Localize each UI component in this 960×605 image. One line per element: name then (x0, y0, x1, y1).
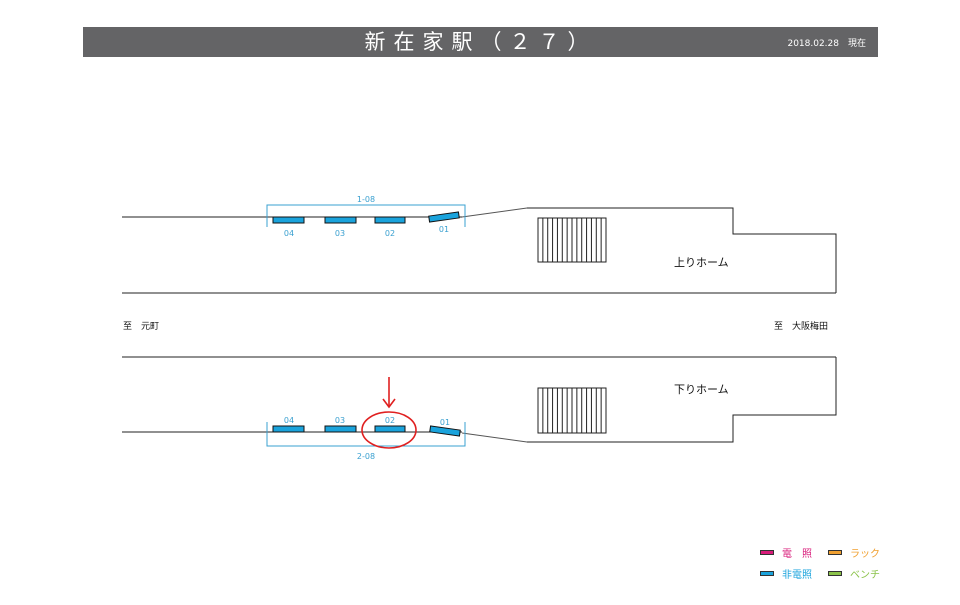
board-number: 03 (335, 229, 345, 238)
board-number: 03 (335, 416, 345, 425)
ad-board-highlighted[interactable] (374, 425, 406, 433)
direction-right: 至 大阪梅田 (774, 320, 828, 332)
legend-item-bench: ベンチ (828, 566, 880, 581)
down-group-label: 2-08 (357, 452, 375, 461)
down-platform (122, 356, 837, 443)
legend-swatch (760, 571, 774, 576)
up-platform-edge-right (527, 207, 837, 293)
up-group-bracket (266, 204, 466, 227)
legend: 電 照 ラック 非電照 ベンチ (760, 545, 890, 585)
ad-board[interactable] (272, 425, 305, 433)
board-number: 04 (284, 229, 294, 238)
legend-label: ベンチ (850, 570, 880, 581)
down-group-bracket (266, 422, 466, 447)
arrow-down-icon (382, 377, 396, 409)
legend-item-unlit: 非電照 (760, 566, 812, 581)
up-stairs (537, 217, 607, 263)
ad-board[interactable] (428, 211, 460, 223)
ad-board[interactable] (324, 425, 357, 433)
direction-left: 至 元町 (123, 321, 159, 332)
legend-swatch (828, 550, 842, 555)
legend-label: 非電照 (782, 570, 812, 581)
legend-swatch (760, 550, 774, 555)
legend-label: ラック (850, 549, 880, 560)
legend-item-lit: 電 照 (760, 545, 812, 560)
header-bar: 新在家駅（２７） 2018.02.28 現在 (83, 27, 878, 57)
board-number: 02 (385, 229, 395, 238)
down-platform-edge-right (527, 357, 837, 443)
down-platform-edge-slope (461, 432, 528, 443)
down-boards (272, 425, 461, 437)
legend-label: 電 照 (782, 549, 812, 560)
page-title: 新在家駅（２７） (364, 30, 597, 54)
board-number: 01 (439, 225, 449, 234)
date-label: 2018.02.28 現在 (787, 39, 866, 49)
down-platform-label: 下りホーム (674, 383, 729, 396)
legend-swatch (828, 571, 842, 576)
board-number: 02 (385, 416, 395, 425)
up-group-label: 1-08 (357, 195, 375, 204)
up-platform-edge-slope (461, 207, 528, 218)
board-number: 04 (284, 416, 294, 425)
legend-item-rack: ラック (828, 545, 880, 560)
board-number: 01 (440, 418, 450, 427)
ad-board[interactable] (374, 216, 406, 224)
up-platform-label: 上りホーム (674, 256, 729, 269)
ad-board[interactable] (429, 425, 461, 437)
up-boards (272, 211, 460, 224)
ad-board[interactable] (272, 216, 305, 224)
down-stairs (537, 387, 607, 434)
ad-board[interactable] (324, 216, 357, 224)
up-platform (122, 207, 837, 294)
highlight-circle (361, 411, 417, 449)
